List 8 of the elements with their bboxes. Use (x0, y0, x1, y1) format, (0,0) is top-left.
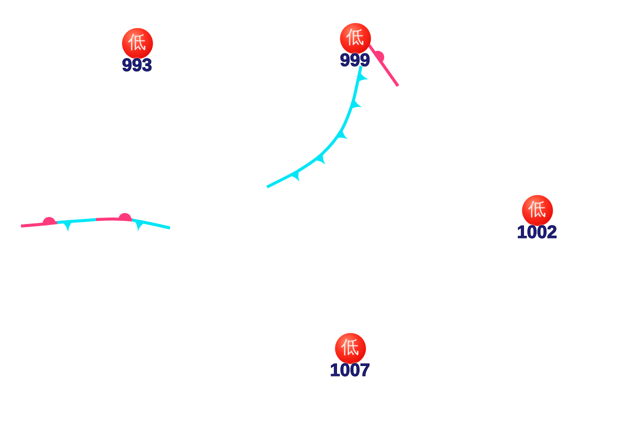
pressure-value: 1007 (330, 360, 370, 378)
low-pressure-symbol: 低 (522, 194, 552, 226)
pressure-value: 999 (340, 50, 370, 68)
pressure-value: 1002 (517, 222, 558, 240)
low-pressure-symbol: 低 (334, 332, 366, 364)
low-pressure-symbol: 低 (340, 22, 370, 54)
pressure-value: 993 (122, 56, 152, 74)
low-pressure-symbol: 低 (122, 28, 152, 58)
